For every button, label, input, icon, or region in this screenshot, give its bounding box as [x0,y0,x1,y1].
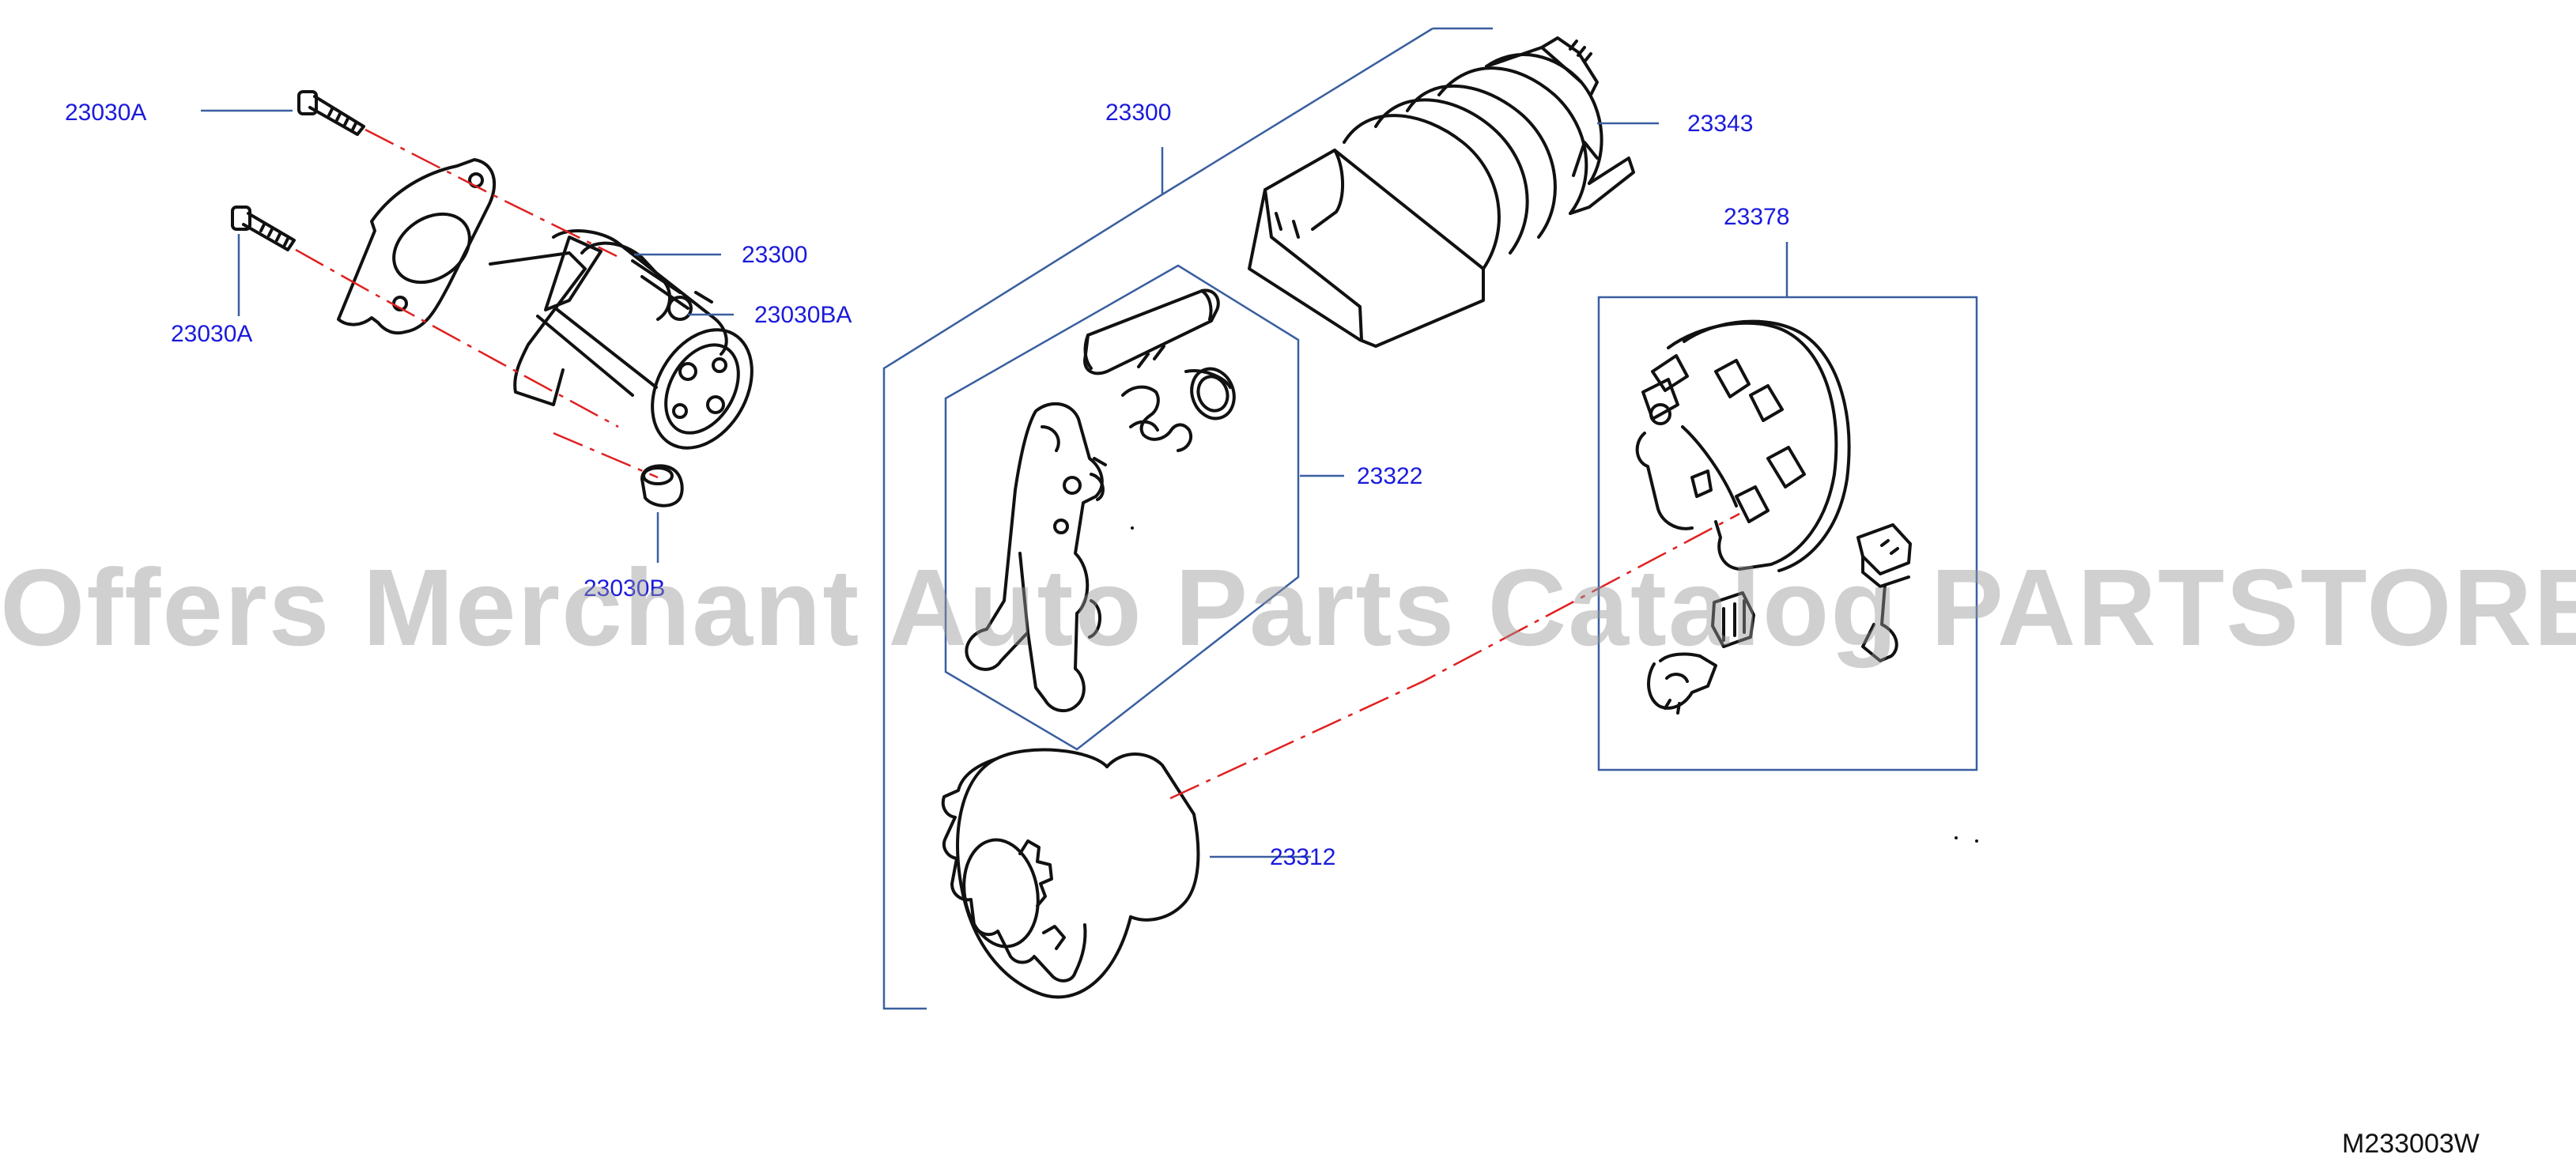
callout-23322[interactable]: 23322 [1357,463,1423,489]
bolt-upper-icon [297,90,365,136]
bolt-lower-icon [231,206,296,251]
magnetic-switch-icon [1248,36,1635,348]
drawing-specks [1131,526,1978,843]
callout-23030a-upper[interactable]: 23030A [65,100,147,126]
lever-set-icon [965,289,1236,713]
callout-23030b[interactable]: 23030B [584,575,666,602]
mounting-plate-icon [337,158,497,335]
starter-motor-icon [489,229,754,450]
pinion-clutch-icon [941,748,1200,999]
callout-23378[interactable]: 23378 [1724,204,1790,230]
callout-23030a-lower[interactable]: 23030A [171,321,253,347]
callout-23312[interactable]: 23312 [1270,844,1336,870]
nut-b-icon [640,464,684,507]
diagram-code: M233003W [2342,1129,2480,1159]
assembly-center-lines [295,128,1740,800]
brush-holder-icon [1635,319,1912,715]
callout-23030ba[interactable]: 23030BA [754,302,852,328]
callout-23300-kit[interactable]: 23300 [1105,100,1172,126]
leader-lines [201,27,1978,1010]
callout-23300-assembly[interactable]: 23300 [742,242,808,268]
callout-23343[interactable]: 23343 [1687,111,1754,137]
